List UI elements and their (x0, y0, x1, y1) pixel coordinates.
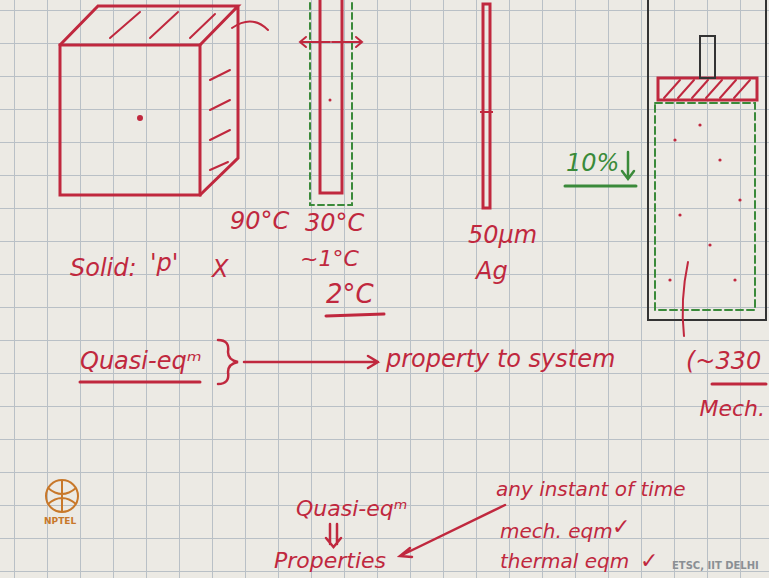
piston-cylinder (718, 158, 721, 161)
piston-cylinder (733, 278, 736, 281)
compression-mark (565, 185, 636, 188)
temperature-label: 90°C (230, 208, 289, 236)
piston-cylinder (700, 36, 715, 78)
piston-cylinder (648, 0, 766, 320)
note-text: 'p' (150, 250, 178, 278)
brace-arrow (218, 340, 238, 384)
temperature-label: 30°C (305, 210, 364, 238)
piston-cylinder (664, 80, 750, 98)
piston-cylinder (678, 213, 681, 216)
note-text: property to system (386, 346, 615, 374)
check-mark: ✓ (640, 548, 658, 573)
thin-foil (480, 4, 493, 208)
piston-cylinder (708, 243, 711, 246)
solid-cube (60, 6, 268, 195)
compression-label: 10% (566, 150, 619, 178)
heading-text: Quasi-eqᵐ (80, 348, 202, 376)
material-label: Ag (476, 258, 508, 286)
temperature-label: ~1°C (300, 246, 359, 271)
solid-cube (60, 45, 200, 195)
logo-text: NPTEL (44, 516, 76, 526)
note-text: mech. eqm (500, 520, 613, 543)
note-text: (~330 (686, 348, 761, 376)
note-text: Quasi-eqᵐ (296, 496, 407, 521)
underlines (80, 381, 200, 384)
solid-cube (60, 6, 238, 195)
underlines (326, 314, 384, 316)
solid-cube (232, 21, 268, 30)
thin-foil (480, 111, 493, 113)
bottom-arrows (400, 505, 505, 557)
nptel-logo (46, 480, 78, 512)
rod (300, 37, 362, 47)
piston-cylinder (668, 123, 741, 281)
piston-cylinder (658, 78, 757, 100)
compression-mark (622, 152, 634, 179)
bottom-arrows (326, 524, 341, 547)
nptel-logo (46, 480, 78, 512)
brace-arrow (244, 356, 378, 368)
piston-cylinder (698, 123, 701, 126)
rod (310, 0, 352, 205)
temperature-label: 2°C (326, 280, 374, 310)
nptel-logo (48, 480, 76, 512)
brace-arrow (218, 340, 378, 384)
piston-cylinder (655, 103, 755, 310)
check-mark: ✓ (612, 514, 630, 539)
underlines (712, 383, 766, 386)
note-text: Properties (274, 548, 386, 573)
piston-cylinder (648, 0, 766, 336)
piston-cylinder (668, 278, 671, 281)
thin-foil (483, 4, 490, 208)
rod (329, 99, 332, 102)
note-text: thermal eqm (500, 550, 629, 573)
note-text: X (212, 256, 228, 284)
piston-cylinder (738, 198, 741, 201)
solid-cube (210, 70, 230, 170)
watermark: ETSC, IIT DELHI (672, 560, 759, 572)
solid-cube (139, 117, 142, 120)
note-text: Solid: (70, 255, 137, 283)
solid-cube (110, 12, 215, 38)
underlines (80, 314, 766, 384)
rod (300, 0, 362, 205)
thickness-label: 50μm (468, 222, 537, 250)
piston-cylinder (683, 262, 688, 336)
note-text: Mech. (699, 396, 765, 421)
rod (320, 0, 342, 193)
note-text: any instant of time (496, 478, 686, 501)
piston-cylinder (673, 138, 676, 141)
